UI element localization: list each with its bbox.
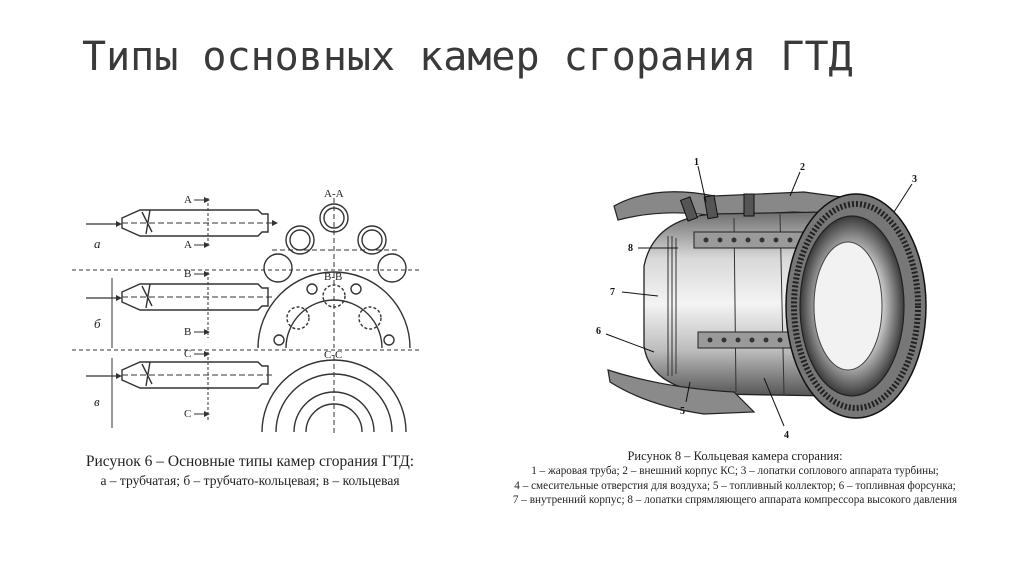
section-label-a-a: А-А (324, 188, 344, 200)
section-label-b-b: В-В (324, 271, 342, 283)
figure-8-caption: Рисунок 8 – Кольцевая камера сгорания: 1… (470, 448, 1000, 508)
figure-8-caption-line: 4 – смесительные отверстия для воздуха; … (514, 479, 956, 492)
cut-mark-c-bottom: С (184, 408, 191, 420)
figure-6-caption: Рисунок 6 – Основные типы камер сгорания… (40, 452, 460, 490)
section-label-c-c: С-С (324, 349, 342, 361)
figure-6-caption-title: Рисунок 6 – Основные типы камер сгорания… (85, 453, 415, 470)
row-label-a: а (94, 236, 101, 251)
callout-2: 2 (800, 162, 805, 173)
section-c-c (261, 356, 407, 434)
figure-8-caption-line: 7 – внутренний корпус; 8 – лопатки спрям… (512, 494, 958, 506)
callout-3: 3 (912, 174, 917, 185)
cut-mark-a-top: А (184, 194, 192, 206)
cut-mark-b-bottom: В (184, 326, 191, 338)
figure-8-caption-line: 1 – жаровая труба; 2 – внешний корпус КС… (531, 465, 939, 477)
row-a-tubular-chamber (72, 197, 422, 271)
figure-8-annular-chamber: 1 2 3 4 5 6 7 8 (596, 157, 927, 441)
row-b-tubo-annular-chamber (72, 271, 422, 351)
callout-6: 6 (596, 326, 601, 337)
callout-7: 7 (610, 287, 615, 298)
slide-title: Типы основных камер сгорания ГТД (82, 34, 853, 80)
figure-8-caption-title: Рисунок 8 – Кольцевая камера сгорания: (627, 449, 843, 463)
section-a-a (263, 198, 407, 283)
row-label-c: в (94, 394, 100, 409)
callout-8: 8 (628, 243, 633, 254)
figure-6-caption-legend: а – трубчатая; б – трубчато-кольцевая; в… (100, 473, 400, 488)
cut-mark-b-top: В (184, 268, 191, 280)
callout-4: 4 (784, 430, 789, 441)
cut-mark-c-top: С (184, 348, 191, 360)
row-c-annular-chamber (86, 351, 272, 428)
callout-5: 5 (680, 406, 685, 417)
callout-1: 1 (694, 157, 699, 168)
section-b-b (257, 271, 411, 349)
figure-6-schematics: а б в А А В В С С А-А В-В С-С (72, 188, 422, 434)
row-label-b: б (94, 316, 101, 331)
cut-mark-a-bottom: А (184, 239, 192, 251)
